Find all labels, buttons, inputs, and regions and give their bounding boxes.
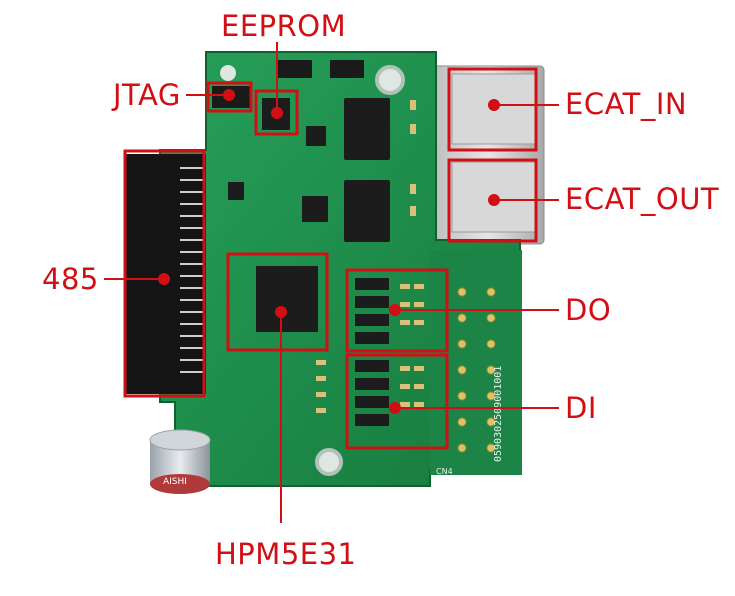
pad-label: CN4	[436, 467, 453, 476]
jtag-box	[206, 81, 253, 113]
rs485-label: 485	[42, 262, 99, 296]
silkscreen: 0590302509001001 CN4	[436, 366, 504, 476]
pad-area	[430, 250, 522, 475]
mcu-label: HPM5E31	[215, 537, 357, 571]
ecat-out-label: ECAT_OUT	[565, 182, 720, 216]
rs485-box	[123, 149, 206, 398]
jtag-label: JTAG	[113, 78, 181, 112]
ecat-in-label: ECAT_IN	[565, 87, 688, 121]
leader-lines	[104, 42, 559, 523]
smd-parts	[316, 100, 424, 413]
capacitor-brand-text: AISHI	[163, 477, 187, 487]
ecat-in-box	[447, 67, 538, 152]
capacitor: AISHI	[149, 429, 211, 494]
optocouplers	[355, 278, 389, 426]
serial-number: 0590302509001001	[493, 366, 504, 462]
eeprom-label: EEPROM	[221, 9, 347, 43]
di-box	[345, 353, 449, 450]
mcu-box	[226, 252, 329, 352]
annotation-boxes	[123, 67, 538, 450]
do-label: DO	[565, 293, 612, 327]
di-label: DI	[565, 391, 597, 425]
ics	[228, 98, 390, 332]
